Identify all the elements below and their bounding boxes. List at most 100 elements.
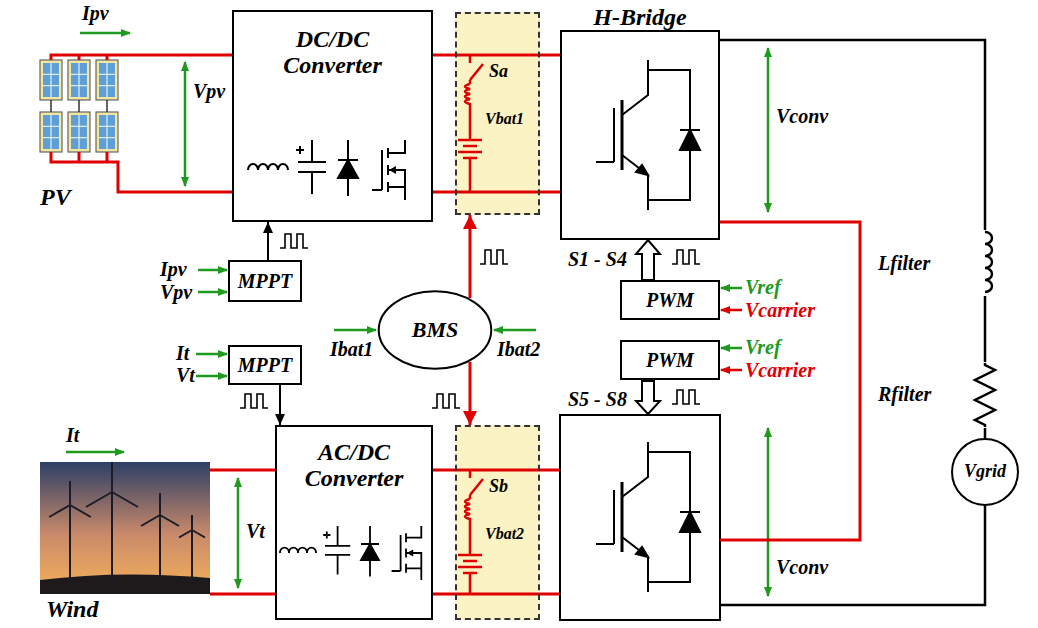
signal-label: Ipv (82, 2, 109, 24)
gate-arrow (636, 381, 660, 414)
node-text: Wind (46, 596, 98, 622)
node-text: PWM (622, 349, 718, 371)
pv-panels (68, 112, 90, 152)
wind-photo (40, 574, 210, 594)
node-text: AC/DC Converter (277, 439, 431, 492)
pv-panels (96, 112, 118, 152)
wire (130, 55, 232, 192)
signal-label: It (66, 424, 79, 446)
node-text: MPPT (230, 270, 300, 292)
arrowhead (275, 414, 285, 425)
igbt-symbol (596, 442, 700, 592)
battery-branch (458, 555, 482, 594)
igbt-symbol (596, 108, 614, 162)
mppt-box: MPPT (228, 345, 302, 385)
converter-symbols (338, 140, 358, 196)
battery-branch (470, 55, 483, 84)
input-arrows (721, 309, 742, 312)
wind-photo (141, 493, 179, 582)
node-text: MPPT (230, 354, 300, 376)
symbol-patch (973, 230, 999, 296)
input-arrows (721, 287, 742, 290)
battery-branch (465, 499, 470, 555)
wind-photo (40, 462, 210, 594)
igbt-symbol (596, 60, 700, 210)
voltage-arrow (237, 478, 240, 588)
signal-label: Vcarrier (745, 299, 815, 321)
signal-label: Vconv (776, 556, 828, 578)
arrowhead (463, 411, 477, 425)
mppt-box: MPPT (228, 260, 302, 302)
wind-farm: Wind (40, 460, 210, 624)
pwm-box: PWM (620, 340, 720, 380)
pv-array: PV (30, 44, 130, 216)
node-text: Sa (489, 62, 508, 82)
node-text: BMS (377, 318, 493, 342)
igbt-symbol (648, 70, 690, 200)
h-bridge-box (560, 415, 720, 620)
current-arrow (80, 32, 130, 35)
voltage-arrow (184, 62, 187, 186)
current-arrow (66, 451, 124, 454)
battery-ground (455, 425, 540, 620)
connector (636, 240, 660, 280)
connector (263, 222, 273, 260)
connector (463, 215, 477, 298)
signal-label: Vpv (160, 281, 192, 303)
pulse-icons (672, 390, 700, 404)
edge-label: S1 - S4 (568, 248, 627, 270)
pv-panels (40, 112, 62, 152)
grid-wire (720, 506, 985, 605)
input-arrows (196, 353, 227, 356)
grid-source: Vgrid (951, 438, 1019, 506)
pwm-box: PWM (620, 280, 720, 320)
node-text: H-Bridge (562, 4, 718, 30)
pv-panels (96, 60, 118, 100)
igbt-symbol (680, 129, 700, 131)
connector (720, 40, 985, 438)
pulse-icons (480, 250, 508, 264)
signal-label: Vref (745, 276, 781, 298)
voltage-arrow (767, 48, 770, 212)
dc-link-wire (433, 470, 560, 594)
wind-photo (40, 462, 210, 594)
battery-branch (465, 84, 470, 140)
voltage-arrow (767, 428, 770, 596)
battery-unit: SaVbat1 (455, 12, 540, 215)
arrowhead (263, 222, 273, 233)
igbt-symbol (621, 100, 624, 170)
node-text: Vbat1 (485, 110, 524, 128)
signal-label: Vcarrier (745, 359, 815, 381)
battery-branch (458, 140, 482, 192)
signal-label: Vref (745, 336, 781, 358)
signal-label: Vt (176, 364, 195, 386)
igbt-symbol (680, 130, 700, 150)
input-arrows (198, 291, 227, 294)
node-text: DC/DC Converter (234, 26, 431, 79)
gate-arrow (636, 240, 660, 280)
bms-circle: BMS (377, 290, 493, 370)
symbol-patch (971, 362, 999, 428)
battery-branch (458, 55, 483, 192)
converter-box: DC/DC Converter (232, 10, 433, 222)
arrowhead (463, 215, 477, 229)
connector (275, 385, 285, 425)
signal-label: Ibat1 (330, 338, 373, 360)
converter-symbols (389, 166, 396, 174)
battery-ground (455, 12, 540, 215)
connector (463, 362, 477, 425)
pv-panels (40, 60, 62, 100)
input-arrows (721, 347, 742, 350)
node-text: Vbat2 (485, 525, 524, 543)
pv-panels (51, 55, 130, 60)
wind-photo (86, 462, 138, 585)
igbt-symbol (622, 60, 648, 210)
input-arrows (721, 369, 742, 372)
input-arrows (198, 269, 227, 272)
converter-symbols (248, 140, 405, 200)
input-arrows (334, 329, 376, 332)
pulse-icons (672, 250, 700, 264)
pulse-icons (240, 394, 268, 408)
battery-unit: SbVbat2 (455, 425, 540, 620)
connector (210, 470, 275, 594)
